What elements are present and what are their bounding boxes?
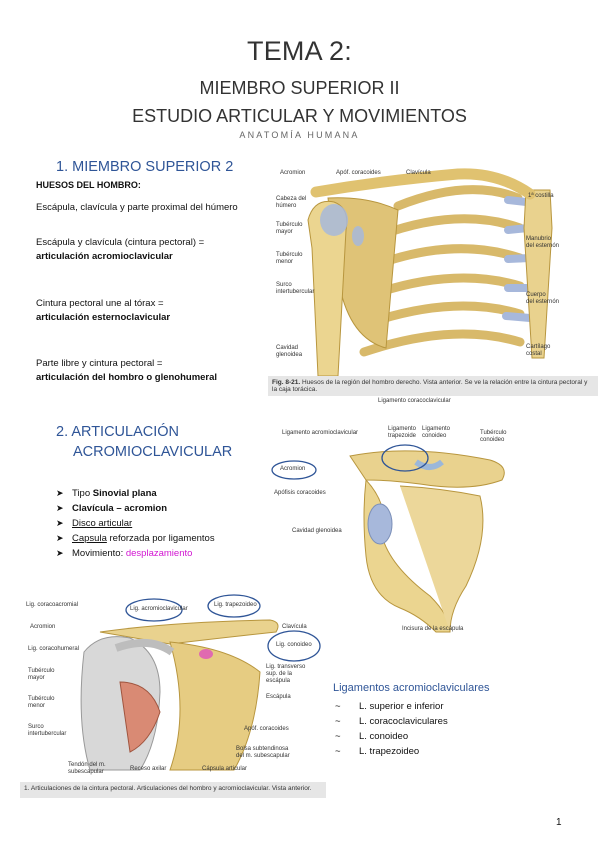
course-label: ANATOMÍA HUMANA bbox=[239, 130, 360, 140]
list-item: ➤Disco articular bbox=[56, 518, 133, 529]
ligaments-list: ~L. superior e inferior ~L. coracoclavic… bbox=[333, 699, 533, 759]
bones-title: HUESOS DEL HOMBRO: bbox=[36, 180, 141, 190]
figure-acromioclavicular-drawing bbox=[271, 444, 505, 633]
figure-1-caption-number: Fig. 8-21. bbox=[272, 379, 301, 386]
figure-shoulder-bones-drawing bbox=[307, 168, 553, 377]
section-2-heading-line-1: 2. ARTICULACIÓN bbox=[56, 424, 180, 440]
figure-1-caption-text: Huesos de la región del hombro derecho. … bbox=[272, 379, 588, 393]
fig3-label-lig-conoideo: Lig. conoideo bbox=[276, 642, 312, 648]
ligaments-heading: Ligamentos acromioclaviculares bbox=[333, 682, 490, 694]
bones-paragraph-2-text: Escápula y clavícula (cintura pectoral) … bbox=[36, 237, 205, 248]
bones-paragraph-4-bold: articulación del hombro o glenohumeral bbox=[36, 372, 218, 383]
fig3-label-tub-menor: Tubérculo menor bbox=[28, 696, 55, 709]
bones-paragraph-3-bold: articulación esternoclavicular bbox=[36, 312, 171, 323]
list-item: ➤Tipo Sinovial plana bbox=[56, 488, 157, 499]
section-2-heading-line-2: ACROMIOCLAVICULAR bbox=[73, 444, 233, 460]
fig3-label-lig-coracoacromial: Lig. coracoacromial bbox=[26, 602, 79, 608]
figure-shoulder-ligaments-drawing bbox=[80, 594, 321, 771]
fig3-label-lig-transverso: Lig. transverso sup. de la escápula bbox=[266, 664, 306, 684]
bones-paragraph-1: Escápula, clavícula y parte proximal del… bbox=[36, 202, 238, 213]
page-subtitle-line-2: ESTUDIO ARTICULAR Y MOVIMIENTOS bbox=[132, 106, 467, 126]
fig1-label-manubrio: Manubrio del esternón bbox=[526, 236, 560, 249]
fig3-label-escapula: Escápula bbox=[266, 694, 291, 700]
tilde-bullet-icon: ~ bbox=[335, 701, 341, 712]
fig3-label-lig-coracohumeral: Lig. coracohumeral bbox=[28, 646, 80, 652]
list-item: ~L. superior e inferior bbox=[335, 701, 444, 712]
fig3-label-lig-trapezoideo: Lig. trapezoideo bbox=[214, 602, 257, 608]
fig2-label-apof: Apófisis coracoides bbox=[274, 490, 326, 496]
fig1-label-costilla: 1ª costilla bbox=[528, 193, 554, 199]
section-1-heading: 1. MIEMBRO SUPERIOR 2 bbox=[56, 159, 234, 175]
fig1-label-tub-mayor: Tubérculo mayor bbox=[276, 222, 303, 235]
fig1-label-acromion: Acromion bbox=[280, 170, 306, 176]
arrow-bullet-icon: ➤ bbox=[56, 488, 64, 498]
fig2-label-lig-trap: Ligamento trapezoide bbox=[388, 426, 417, 439]
fig2-label-tub-conoid: Tubérculo conoideo bbox=[480, 430, 507, 443]
tilde-bullet-icon: ~ bbox=[335, 716, 341, 727]
fig1-label-apof: Apóf. coracoides bbox=[336, 170, 381, 176]
fig3-label-bolsa: Bolsa subtendinosa del m. subescapular bbox=[236, 746, 290, 759]
bones-paragraph-4-text: Parte libre y cintura pectoral = bbox=[36, 358, 163, 369]
page-title: TEMA 2: bbox=[247, 36, 352, 66]
list-item: ~L. coracoclaviculares bbox=[335, 716, 448, 727]
bones-paragraph-4: Parte libre y cintura pectoral = articul… bbox=[36, 357, 261, 385]
fig3-label-acromion: Acromion bbox=[30, 624, 56, 630]
arrow-bullet-icon: ➤ bbox=[56, 503, 64, 513]
fig1-label-cavidad: Cavidad glenoidea bbox=[276, 345, 303, 358]
fig3-label-lig-acromioclav: Lig. acromioclavicular bbox=[130, 606, 188, 612]
tilde-bullet-icon: ~ bbox=[335, 731, 341, 742]
list-item: ➤Capsula reforzada por ligamentos bbox=[56, 533, 215, 544]
page-subtitle-line-1: MIEMBRO SUPERIOR II bbox=[199, 78, 400, 98]
figure-shoulder-ligaments: Lig. coracoacromial Lig. acromioclavicul… bbox=[20, 592, 326, 782]
list-item: ➤Movimiento: desplazamiento bbox=[56, 548, 193, 559]
arrow-bullet-icon: ➤ bbox=[56, 518, 64, 528]
arrow-bullet-icon: ➤ bbox=[56, 533, 64, 543]
fig1-label-tub-menor: Tubérculo menor bbox=[276, 252, 303, 265]
fig3-label-tendon: Tendón del m. subescapular bbox=[68, 762, 106, 775]
fig3-label-receso: Receso axilar bbox=[130, 766, 167, 772]
bones-paragraph-3: Cintura pectoral une al tórax = articula… bbox=[36, 297, 256, 325]
fig3-label-tub-mayor: Tubérculo mayor bbox=[28, 668, 55, 681]
fig1-label-cuerpo: Cuerpo del esternón bbox=[526, 292, 560, 305]
bones-paragraph-2-bold: articulación acromioclavicular bbox=[36, 251, 173, 262]
fig3-label-clavicula: Clavícula bbox=[282, 624, 307, 630]
fig1-label-cartilago: Cartílago costal bbox=[526, 344, 551, 357]
acromioclavicular-features-list: ➤Tipo Sinovial plana ➤Clavícula – acromi… bbox=[56, 486, 256, 561]
fig2-label-cavidad: Cavidad glenoidea bbox=[292, 528, 342, 534]
fig2-label-lig-conoid: Ligamento conoideo bbox=[422, 426, 451, 439]
list-item: ~L. conoideo bbox=[335, 731, 409, 742]
figure-acromioclavicular-joint: Ligamento coracoclavicular Ligamento acr… bbox=[270, 396, 530, 636]
page-number: 1 bbox=[556, 817, 562, 828]
fig3-label-apof: Apóf. coracoides bbox=[244, 726, 289, 732]
fig2-label-lig-coracoclav: Ligamento coracoclavicular bbox=[378, 398, 451, 404]
figure-3-caption: 1. Articulaciones de la cintura pectoral… bbox=[20, 782, 326, 798]
fig2-label-incisura: Incisura de la escápula bbox=[402, 626, 464, 632]
fig3-label-surco: Surco intertubercular bbox=[28, 724, 67, 737]
fig1-label-clavicula: Clavícula bbox=[406, 170, 431, 176]
fig2-label-lig-acromioclav: Ligamento acromioclavicular bbox=[282, 430, 359, 436]
fig3-label-capsula: Cápsula articular bbox=[202, 766, 248, 772]
list-item: ➤Clavícula – acromion bbox=[56, 503, 168, 514]
bones-paragraph-2: Escápula y clavícula (cintura pectoral) … bbox=[36, 236, 256, 264]
bones-paragraph-3-text: Cintura pectoral une al tórax = bbox=[36, 298, 164, 309]
arrow-bullet-icon: ➤ bbox=[56, 548, 64, 558]
list-item: ~L. trapezoideo bbox=[335, 746, 420, 757]
fig1-label-cabeza: Cabeza del húmero bbox=[276, 196, 307, 209]
fig2-label-acromion: Acromion bbox=[280, 466, 306, 472]
tilde-bullet-icon: ~ bbox=[335, 746, 341, 757]
figure-shoulder-bones: Acromion Apóf. coracoides Clavícula Cabe… bbox=[268, 158, 598, 377]
fig1-label-surco: Surco intertubercular bbox=[276, 282, 315, 295]
figure-1-caption: Fig. 8-21. Huesos de la región del hombr… bbox=[268, 376, 598, 396]
